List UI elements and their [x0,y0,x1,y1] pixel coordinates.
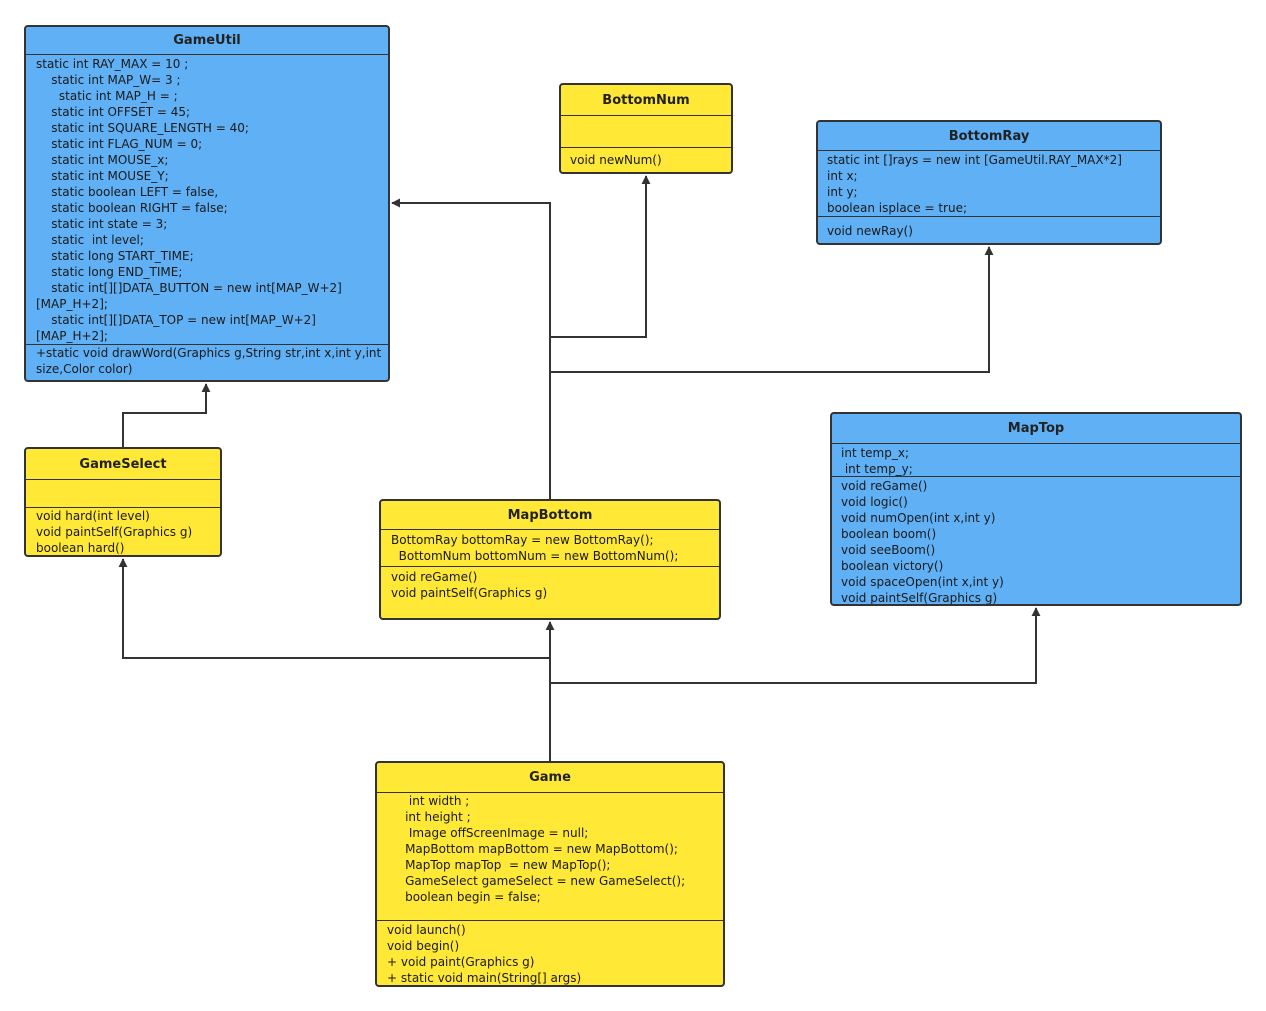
edge-mapbottom-to-bottomray [550,246,994,373]
class-mapbottom-title: MapBottom [381,501,719,530]
class-attribute: static long END_TIME; [36,265,183,279]
class-maptop[interactable]: MapTop int temp_x; int temp_y; void reGa… [830,412,1242,606]
class-method: + static void main(String[] args) [387,971,582,985]
class-attribute: static int MAP_W= 3 ; [36,73,181,87]
class-maptop-title: MapTop [832,414,1240,444]
class-attribute: static int level; [36,233,144,247]
class-attribute: static long START_TIME; [36,249,194,263]
class-attribute: static int SQUARE_LENGTH = 40; [36,121,249,135]
class-attribute: [MAP_H+2]; [36,297,108,311]
class-method: boolean hard() [36,541,125,555]
class-attribute: MapTop mapTop = new MapTop(); [386,858,611,872]
class-attribute: static int FLAG_NUM = 0; [36,137,203,151]
class-method: boolean victory() [841,559,944,574]
class-method: boolean boom() [841,527,937,542]
class-bottomnum[interactable]: BottomNum void newNum() [559,83,733,174]
class-bottomray[interactable]: BottomRay static int []rays = new int [G… [816,120,1162,245]
class-gameutil-methods: +static void drawWord(Graphics g,String … [26,345,388,377]
class-bottomnum-methods: void newNum() [561,148,731,168]
class-attribute: boolean begin = false; [386,890,541,904]
class-gameselect-title: GameSelect [26,449,220,480]
class-bottomray-methods: void newRay() [818,217,1160,239]
class-gameutil[interactable]: GameUtil static int RAY_MAX = 10 ; stati… [24,25,390,382]
class-method: void hard(int level) [36,509,150,524]
edge-gameselect-to-gameutil [122,383,211,448]
class-attribute: static int MOUSE_x; [36,153,169,167]
class-mapbottom-attributes: BottomRay bottomRay = new BottomRay(); B… [381,530,719,567]
class-method: void newNum() [570,153,662,167]
class-attribute: int temp_x; [841,446,909,460]
class-attribute: static int RAY_MAX = 10 ; [36,57,189,71]
class-method: void numOpen(int x,int y) [841,511,996,526]
class-bottomnum-attributes [561,116,731,148]
class-method: void newRay() [827,224,913,238]
class-bottomray-attributes: static int []rays = new int [GameUtil.RA… [818,151,1160,217]
class-attribute: static int state = 3; [36,217,168,231]
class-attribute: int width ; [386,794,470,808]
class-game[interactable]: Game int width ; int height ; Image offS… [375,761,725,987]
class-mapbottom-methods: void reGame() void paintSelf(Graphics g) [381,567,719,601]
class-gameselect-methods: void hard(int level)void paintSelf(Graph… [26,508,220,555]
class-attribute: static int[][]DATA_TOP = new int[MAP_W+2… [36,313,316,327]
class-attribute: static int MOUSE_Y; [36,169,169,183]
edge-game-to-gameselect [118,558,550,659]
class-attribute: static boolean RIGHT = false; [36,201,228,215]
class-maptop-methods: void reGame()void logic()void numOpen(in… [832,477,1240,604]
class-method: void paintSelf(Graphics g) [36,525,193,540]
class-attribute: int y; [827,185,858,199]
class-mapbottom[interactable]: MapBottom BottomRay bottomRay = new Bott… [379,499,721,620]
class-bottomnum-title: BottomNum [561,85,731,116]
class-game-methods: void launch() void begin() + void paint(Gr… [377,921,723,985]
class-method: void seeBoom() [841,543,936,558]
class-method: void begin() [387,939,460,953]
class-gameselect[interactable]: GameSelect void hard(int level)void pain… [24,447,222,557]
class-method: void launch() [387,923,466,937]
class-attribute: int height ; [386,810,471,824]
class-bottomray-title: BottomRay [818,122,1160,151]
edge-mapbottom-to-bottomnum [550,175,651,338]
class-method: void reGame() [841,479,928,494]
class-attribute: BottomNum bottomNum = new BottomNum(); [391,549,679,563]
class-gameutil-attributes: static int RAY_MAX = 10 ; static int MAP… [26,55,388,345]
class-attribute: BottomRay bottomRay = new BottomRay(); [391,533,654,547]
edge-mapbottom-to-gameutil [391,198,551,499]
class-gameutil-title: GameUtil [26,27,388,55]
class-method: void reGame() [391,570,478,584]
class-method: void spaceOpen(int x,int y) [841,575,1004,590]
class-attribute: Image offScreenImage = null; [386,826,589,840]
class-method: void paintSelf(Graphics g) [391,586,548,600]
class-attribute: int x; [827,169,858,183]
class-gameselect-attributes [26,480,220,509]
class-method: +static void drawWord(Graphics g,String … [36,346,386,376]
class-attribute: GameSelect gameSelect = new GameSelect()… [386,874,686,888]
class-attribute: static boolean LEFT = false, [36,185,219,199]
class-attribute: MapBottom mapBottom = new MapBottom(); [386,842,678,856]
class-attribute: [MAP_H+2]; [36,329,108,343]
class-maptop-attributes: int temp_x; int temp_y; [832,444,1240,478]
class-attribute: static int OFFSET = 45; [36,105,191,119]
class-method: void logic() [841,495,908,510]
class-game-attributes: int width ; int height ; Image offScreen… [377,793,723,921]
class-attribute: static int []rays = new int [GameUtil.RA… [827,153,1122,167]
class-attribute: boolean isplace = true; [827,201,968,215]
class-attribute: static int MAP_H = ; [36,89,178,103]
edge-game-to-maptop [550,607,1041,684]
class-attribute: static int[][]DATA_BUTTON = new int[MAP_… [36,281,342,295]
class-attribute: int temp_y; [841,462,913,476]
class-method: void paintSelf(Graphics g) [841,591,998,604]
class-method: + void paint(Graphics g) [387,955,535,969]
class-game-title: Game [377,763,723,793]
